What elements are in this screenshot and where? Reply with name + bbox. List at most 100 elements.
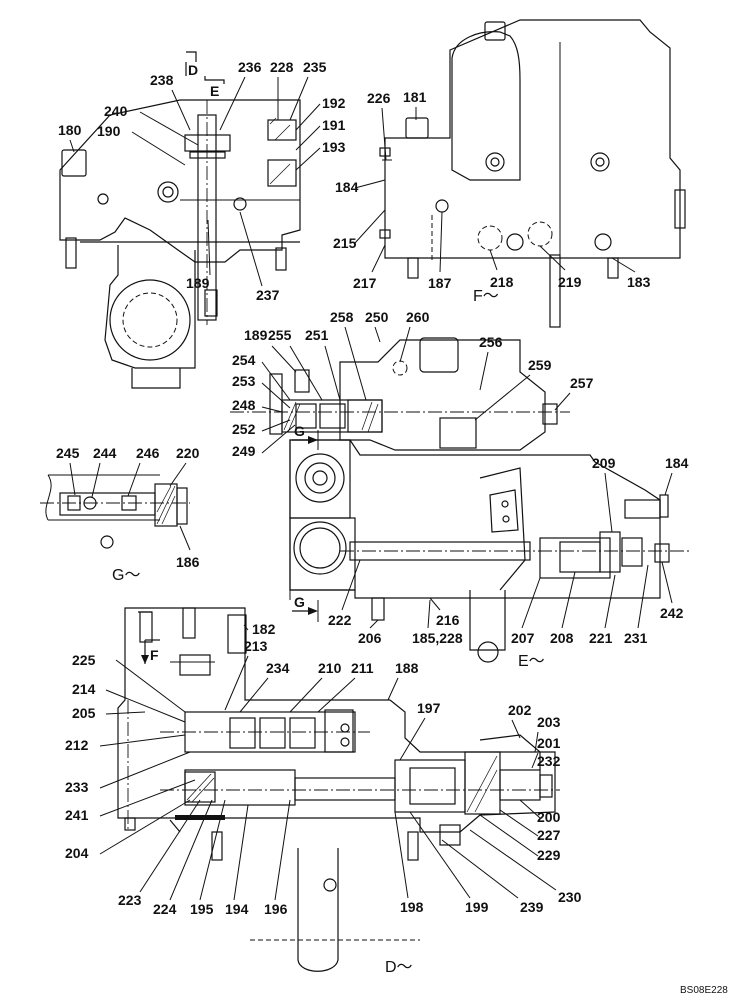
leader-line [274, 799, 291, 901]
part-number-label: 236 [238, 59, 262, 75]
part-number-label: 232 [537, 753, 561, 769]
leader-line [295, 103, 321, 131]
part-number-label: 193 [322, 139, 346, 155]
part-number-label: 192 [322, 95, 346, 111]
part-number-label: 188 [395, 660, 419, 676]
leader-line [479, 814, 539, 857]
part-number-label: 201 [537, 735, 561, 751]
leader-line [511, 719, 521, 739]
leader-line [479, 351, 489, 391]
part-number-label: 185,228 [412, 630, 463, 646]
part-number-label: 184 [665, 455, 689, 471]
part-number-label: 221 [589, 630, 613, 646]
leader-line [354, 179, 386, 189]
part-number-label: 181 [403, 89, 427, 105]
leader-line [374, 326, 381, 343]
leader-line [233, 804, 249, 901]
part-number-label: 244 [93, 445, 117, 461]
part-number-label: 226 [367, 90, 391, 106]
section-arrow-g-lower [292, 600, 319, 622]
part-number-label: 182 [252, 621, 276, 637]
leader-line [441, 839, 519, 899]
leader-line [499, 809, 539, 837]
view-label-d: D～ [385, 959, 413, 976]
part-number-label: 238 [150, 72, 174, 88]
view-label-g-upper: G [294, 423, 305, 439]
leader-line [239, 677, 269, 713]
leader-lines [69, 76, 673, 901]
part-number-label: 257 [570, 375, 594, 391]
leader-line [289, 677, 323, 713]
view-label-f: F～ [473, 288, 499, 305]
leader-line [179, 525, 191, 551]
part-number-label: 225 [72, 652, 96, 668]
leader-line [139, 799, 201, 893]
part-number-label: 233 [65, 779, 89, 795]
part-number-label: 249 [232, 443, 256, 459]
part-number-label: 213 [244, 638, 268, 654]
leader-line [561, 571, 576, 629]
leader-line [399, 717, 426, 761]
leader-line [139, 111, 199, 146]
leader-line [381, 107, 387, 161]
part-number-label: 234 [266, 660, 290, 676]
part-number-label: 237 [256, 287, 280, 303]
part-number-label: 218 [490, 274, 514, 290]
part-number-label: 196 [264, 901, 288, 917]
part-number-label: 203 [537, 714, 561, 730]
leader-line [554, 392, 571, 411]
part-number-label: 198 [400, 899, 424, 915]
leader-line [399, 326, 411, 363]
part-number-label: 250 [365, 309, 389, 325]
part-number-label: 223 [118, 892, 142, 908]
leader-line [519, 799, 541, 819]
part-number-label: 229 [537, 847, 561, 863]
view-label-f-arrow: F [150, 647, 159, 663]
part-number-label: 242 [660, 605, 684, 621]
leader-line [341, 559, 361, 611]
leader-line [429, 597, 441, 611]
leader-line [69, 462, 76, 496]
leader-line [409, 811, 471, 899]
view-label-d-top: D [188, 62, 198, 78]
view-label-g-lower: G [294, 594, 305, 610]
part-number-label: 256 [479, 334, 503, 350]
leader-line [261, 406, 283, 413]
drawing-code: BS08E228 [680, 985, 728, 996]
leader-line [295, 147, 321, 171]
part-number-label: 254 [232, 352, 256, 368]
part-number-label: 202 [508, 702, 532, 718]
view-label-e-top: E [210, 83, 219, 99]
leader-line [534, 731, 539, 753]
part-number-label: 183 [627, 274, 651, 290]
part-number-label: 240 [104, 103, 128, 119]
part-number-label: 200 [537, 809, 561, 825]
leader-line [91, 462, 101, 498]
leader-line [115, 659, 186, 713]
leader-line [99, 799, 191, 855]
leader-line [324, 345, 341, 401]
leader-line [99, 734, 186, 747]
leader-line [105, 689, 186, 723]
part-number-label: 191 [322, 117, 346, 133]
leader-line [427, 599, 431, 629]
part-number-label: 235 [303, 59, 327, 75]
part-number-label: 228 [270, 59, 294, 75]
leader-line [105, 711, 146, 715]
view-top-left-assembly [59, 51, 301, 389]
leader-line [661, 561, 673, 604]
leader-line [664, 472, 673, 496]
view-bottom-assembly [117, 607, 560, 972]
part-number-label: 208 [550, 630, 574, 646]
leader-line [604, 574, 616, 629]
leader-line [539, 245, 566, 271]
part-number-label: 207 [511, 630, 535, 646]
view-labels: D E F～ G～ E～ G G F D～ BS08E228 [112, 62, 728, 996]
part-number-label: 219 [558, 274, 582, 290]
leader-line [169, 462, 187, 487]
leader-line [99, 751, 191, 789]
leader-line [271, 345, 297, 373]
leader-line [243, 624, 249, 631]
leader-line [354, 209, 386, 244]
